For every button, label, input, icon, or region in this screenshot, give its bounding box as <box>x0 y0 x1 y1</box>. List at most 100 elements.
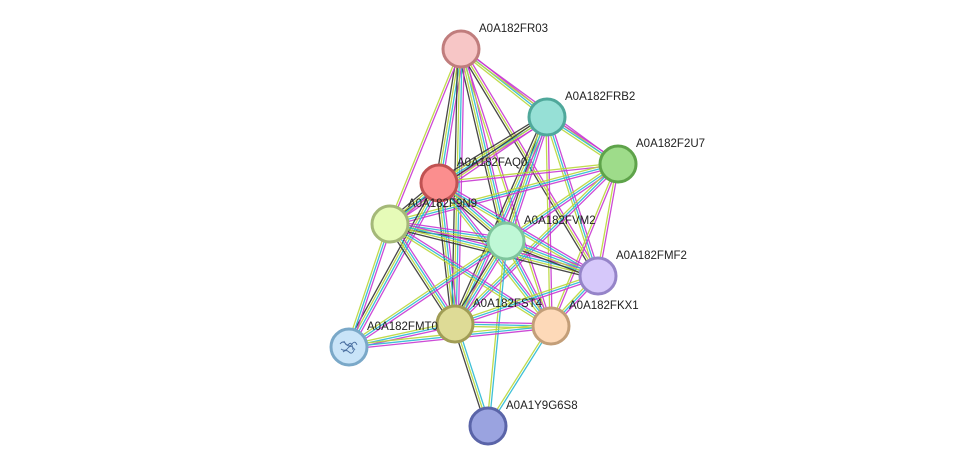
node-label: A0A182FAQ0 <box>457 157 527 169</box>
edge-line-magenta <box>461 48 553 326</box>
edge-line-magenta <box>392 221 459 323</box>
node-A0A182FMF2[interactable]: A0A182FMF2 <box>578 250 687 296</box>
node-circle[interactable] <box>531 306 571 346</box>
edge-A0A182FVM2-A0A182FMT0 <box>347 238 508 350</box>
edge-line-cyan <box>454 163 619 325</box>
node-circle[interactable] <box>441 29 481 69</box>
edge-line-yellow <box>459 49 551 327</box>
edge-line-black <box>435 48 459 183</box>
node-circle[interactable] <box>468 406 508 446</box>
node-A0A182FST4[interactable]: A0A182FST4 <box>435 298 543 344</box>
edge-line-magenta <box>349 242 508 350</box>
node-label: A0A182F2U7 <box>636 138 705 150</box>
edge-A0A182FKX1-A0A1Y9G6S8 <box>486 325 553 427</box>
edge-A0A182FR03-A0A182FAQ0 <box>435 48 465 184</box>
node-label: A0A182FMT0 <box>367 321 438 333</box>
edge-line-black <box>457 49 504 242</box>
node-circle[interactable] <box>598 144 638 184</box>
node-circle[interactable] <box>435 304 475 344</box>
edge-line-magenta <box>508 117 551 243</box>
edge-line-black <box>435 183 453 325</box>
edge-line-magenta <box>351 184 443 349</box>
node-A0A182FVM2[interactable]: A0A182FVM2 <box>486 215 596 261</box>
edge-line-cyan <box>348 223 391 348</box>
node-A0A182FRB2[interactable]: A0A182FRB2 <box>527 91 635 137</box>
node-circle[interactable] <box>370 204 410 244</box>
edge-line-yellow <box>454 273 598 323</box>
edge-line-cyan <box>454 275 599 325</box>
node-label: A0A182FRB2 <box>565 91 635 103</box>
edge-line-cyan <box>389 163 619 225</box>
node-label: A0A182FVM2 <box>524 215 596 227</box>
node-A0A182FKX1[interactable]: A0A182FKX1 <box>531 300 639 346</box>
edge-line-yellow <box>453 116 547 324</box>
node-circle[interactable] <box>527 97 567 137</box>
edge-A0A182F9N9-A0A182FKX1 <box>388 221 553 329</box>
node-A0A182FMT0[interactable]: A0A182FMT0 <box>329 321 438 367</box>
edge-line-cyan <box>348 240 507 348</box>
edge-line-yellow <box>504 161 618 240</box>
edge-A0A182F2U7-A0A182FST4 <box>453 161 620 327</box>
node-label: A0A182FKX1 <box>569 300 639 312</box>
edge-line-magenta <box>441 182 459 324</box>
edge-line-cyan <box>389 223 552 327</box>
edge-line-yellow <box>346 223 389 347</box>
edge-line-cyan <box>546 116 599 277</box>
edge-line-cyan <box>390 223 457 324</box>
edge-A0A182F2U7-A0A182FKX1 <box>549 163 620 327</box>
edge-A0A182FR03-A0A182FKX1 <box>459 48 553 327</box>
protein-structure-icon <box>339 340 358 354</box>
edge-line-magenta <box>390 221 553 325</box>
edge-line-yellow <box>438 162 618 183</box>
edge-A0A182F2U7-A0A182FAQ0 <box>438 162 619 185</box>
edge-line-black <box>451 115 545 323</box>
node-circle[interactable] <box>578 256 618 296</box>
edge-line-cyan <box>439 182 457 324</box>
edge-line-magenta <box>390 49 463 225</box>
edge-line-magenta <box>457 49 465 325</box>
edge-line-yellow <box>347 238 506 346</box>
edge-line-yellow <box>460 48 599 277</box>
edge-A0A182FR03-A0A182F9N9 <box>388 48 463 225</box>
edge-line-yellow <box>486 325 551 426</box>
node-label: A0A182F9N9 <box>408 198 477 210</box>
edge-line-cyan <box>505 163 619 242</box>
node-A0A182F2U7[interactable]: A0A182F2U7 <box>598 138 705 184</box>
edge-line-magenta <box>456 165 620 327</box>
edge-line-yellow <box>545 117 551 327</box>
node-circle[interactable] <box>419 163 459 203</box>
edge-line-cyan <box>439 49 463 184</box>
edge-line-yellow <box>388 48 461 224</box>
edge-line-magenta <box>551 164 620 327</box>
edge-line-black <box>436 113 546 181</box>
edge-A0A182F9N9-A0A182FMT0 <box>346 223 393 348</box>
edge-line-black <box>386 225 453 327</box>
node-A0A182F9N9[interactable]: A0A182F9N9 <box>370 198 477 244</box>
edge-line-magenta <box>439 164 619 185</box>
edge-line-cyan <box>488 326 553 427</box>
node-A0A182FAQ0[interactable]: A0A182FAQ0 <box>419 157 527 203</box>
edge-line-magenta <box>390 118 549 227</box>
edge-A0A182F9N9-A0A182FST4 <box>386 221 459 327</box>
nodes-layer: A0A182FR03 A0A182FRB2 A0A182F2U7 A0A182F… <box>329 23 705 446</box>
edge-line-magenta <box>441 49 465 184</box>
edge-line-magenta <box>390 165 619 227</box>
node-label: A0A1Y9G6S8 <box>506 400 578 412</box>
node-label: A0A182FST4 <box>473 298 543 310</box>
node-circle[interactable] <box>486 221 526 261</box>
node-A0A1Y9G6S8[interactable]: A0A1Y9G6S8 <box>468 400 578 446</box>
edge-line-magenta <box>390 220 507 239</box>
edge-line-yellow <box>388 224 455 325</box>
node-A0A182FR03[interactable]: A0A182FR03 <box>441 23 548 69</box>
edge-line-yellow <box>459 49 506 242</box>
edge-A0A182FMF2-A0A182FST4 <box>454 273 599 327</box>
edge-A0A182FAQ0-A0A182FST4 <box>435 182 459 325</box>
edge-line-yellow <box>347 182 439 347</box>
edge-line-yellow <box>437 183 455 325</box>
edge-line-yellow <box>437 48 461 183</box>
edge-line-magenta <box>455 277 599 327</box>
edge-line-yellow <box>388 225 551 329</box>
edge-line-magenta <box>350 224 393 348</box>
edge-line-yellow <box>453 161 617 323</box>
